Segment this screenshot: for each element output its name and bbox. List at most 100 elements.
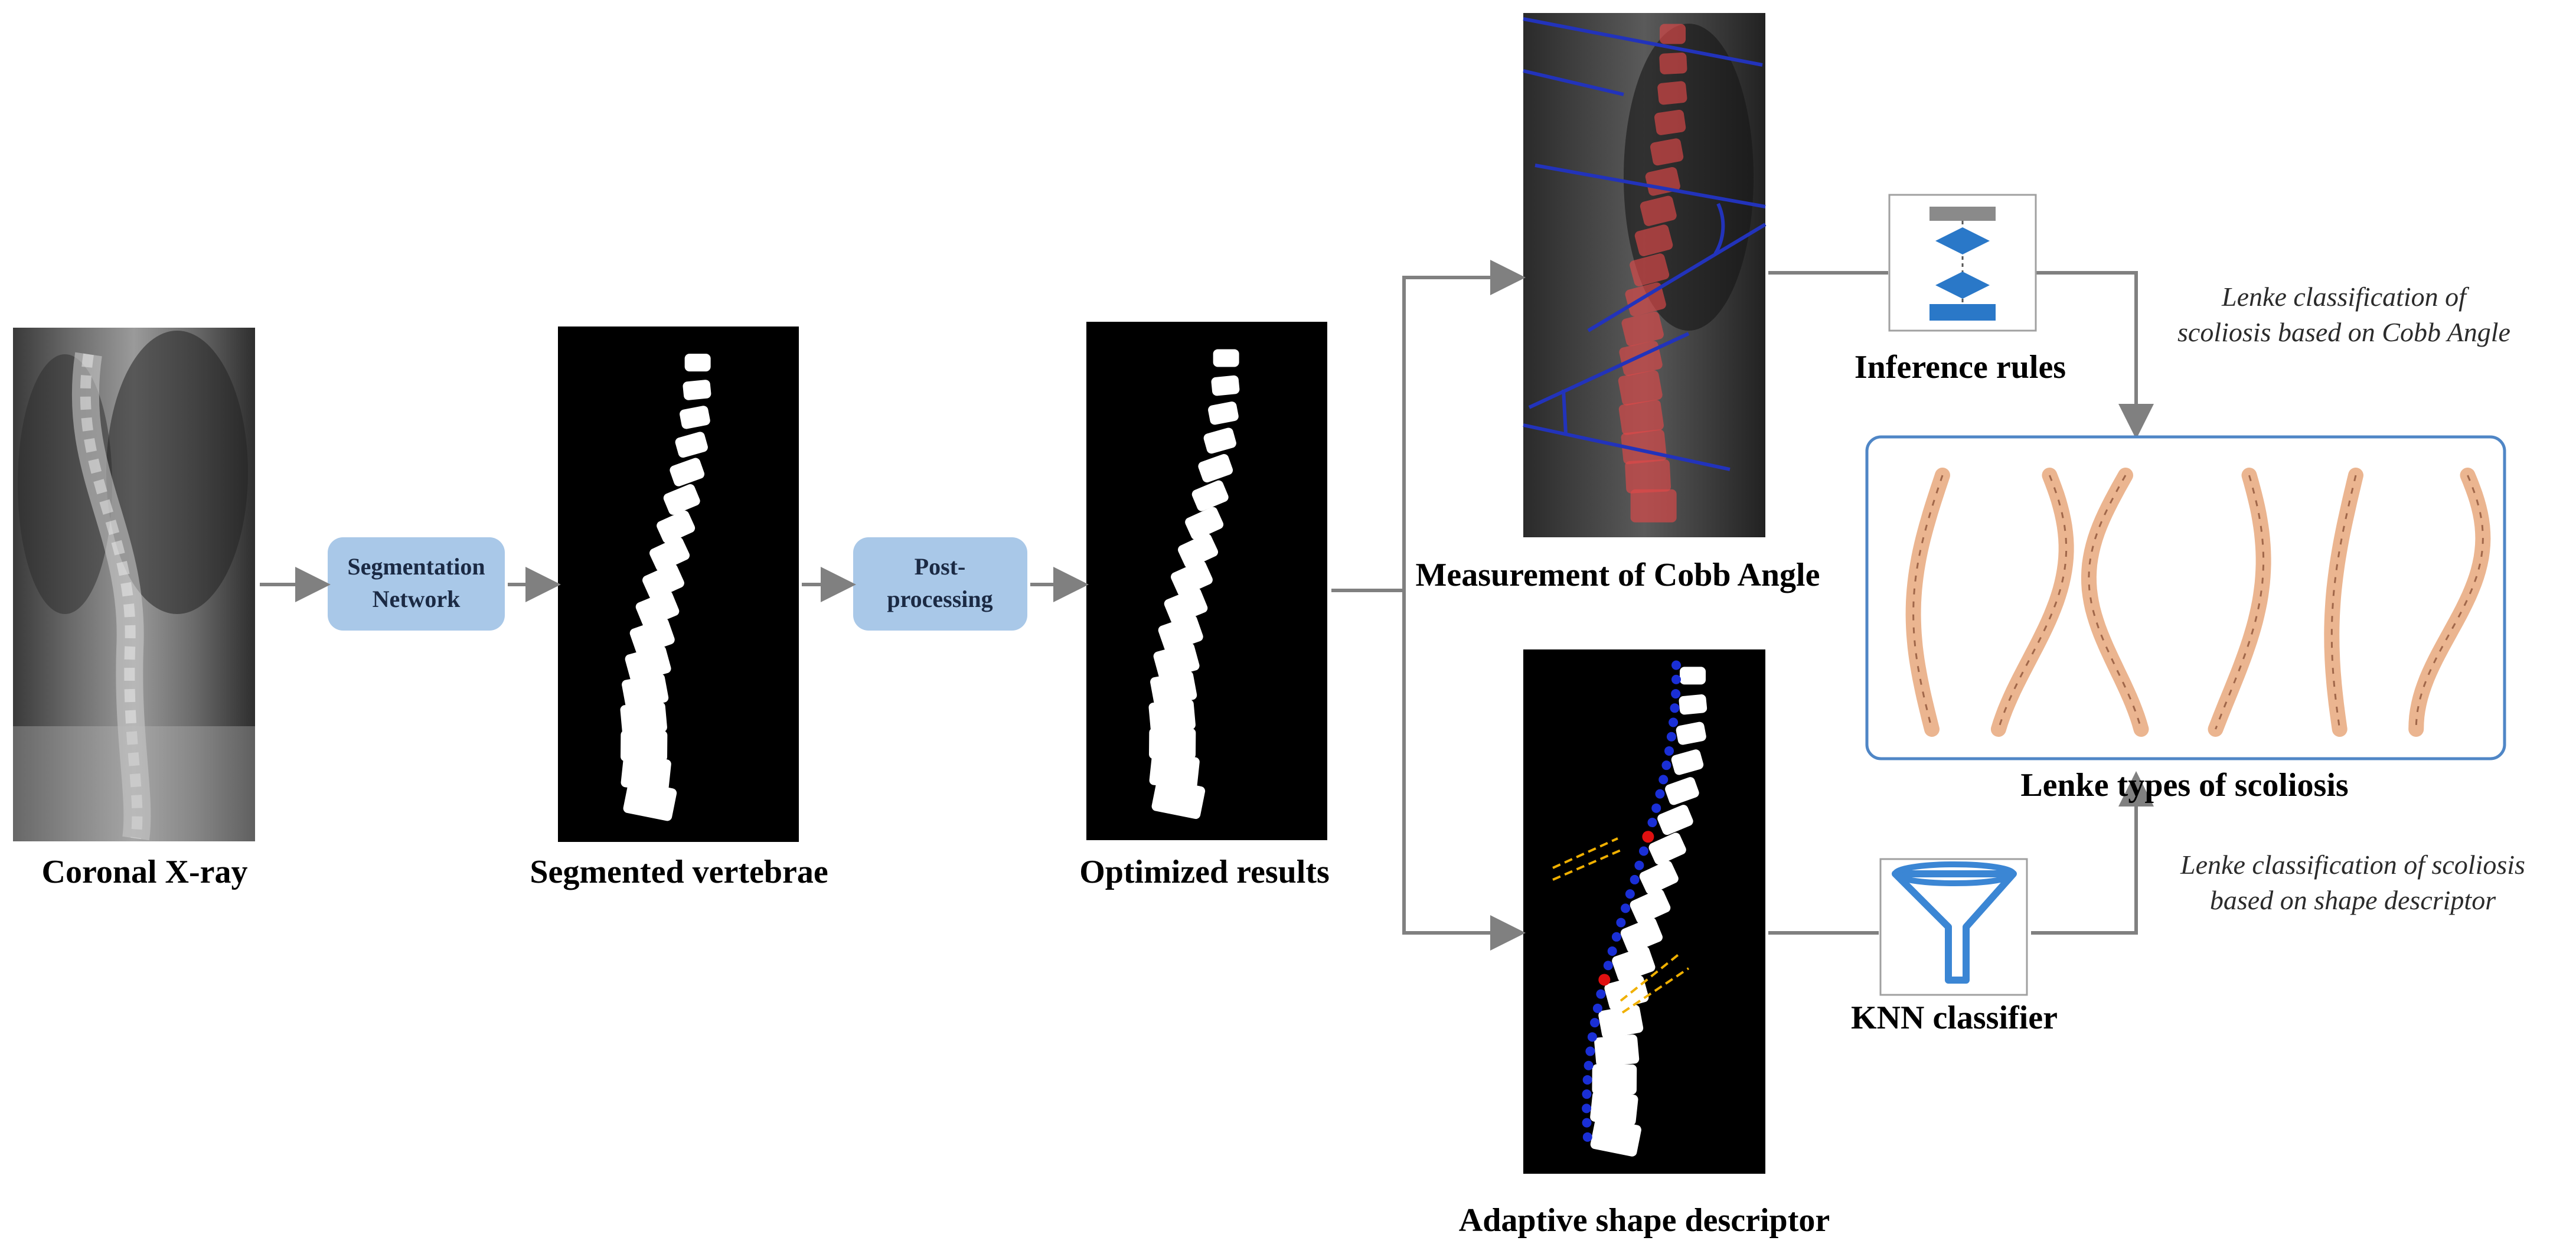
inference-rules-label: Inference rules bbox=[1855, 349, 2066, 386]
vertebra bbox=[1208, 401, 1239, 425]
vertebra bbox=[1592, 1064, 1637, 1095]
lenke-curve bbox=[1905, 468, 1950, 737]
vertebra bbox=[622, 673, 669, 709]
vertebra bbox=[675, 432, 708, 458]
vertebra bbox=[1598, 1004, 1644, 1039]
contour-point bbox=[1670, 703, 1680, 713]
postprocessing-box: Post- processing bbox=[853, 537, 1027, 631]
contour-point bbox=[1584, 1060, 1594, 1070]
vertebra bbox=[1654, 109, 1686, 135]
contour-point bbox=[1625, 889, 1635, 899]
vertebra bbox=[1211, 375, 1240, 396]
shape-note-line-2: based on shape descriptor bbox=[2210, 885, 2496, 915]
contour-point bbox=[1651, 803, 1661, 813]
vertebra bbox=[1213, 349, 1239, 367]
vertebra bbox=[1178, 533, 1219, 569]
contour-point bbox=[1587, 1032, 1597, 1042]
cobb-angle-image bbox=[1523, 13, 1767, 537]
contour-point bbox=[1582, 1103, 1592, 1114]
postprocessing-label-1: Post- bbox=[915, 553, 966, 580]
vertebra bbox=[1621, 311, 1664, 347]
contour-point bbox=[1630, 874, 1640, 884]
vertebra bbox=[663, 484, 700, 515]
coronal-xray-image bbox=[13, 328, 255, 841]
lenke-curve bbox=[2208, 468, 2271, 737]
vertebra bbox=[1665, 777, 1699, 805]
postprocessing-label-2: processing bbox=[887, 586, 992, 612]
cobb-angle-label: Measurement of Cobb Angle bbox=[1416, 557, 1820, 593]
contour-point bbox=[1655, 789, 1665, 799]
vertebra bbox=[621, 730, 668, 762]
vertebra bbox=[1621, 429, 1667, 465]
vertebra bbox=[1650, 138, 1684, 166]
vertebra bbox=[1648, 832, 1686, 865]
contour-point bbox=[1634, 860, 1644, 870]
contour-point bbox=[1669, 717, 1679, 727]
vertebra bbox=[683, 380, 711, 400]
cobb-note-line-1: Lenke classification of bbox=[2221, 282, 2470, 312]
adaptive-shape-image bbox=[1523, 649, 1765, 1174]
contour-point bbox=[1585, 1046, 1595, 1056]
vertebra bbox=[1148, 699, 1196, 733]
lenke-curve bbox=[2408, 468, 2491, 737]
contour-point bbox=[1603, 961, 1613, 971]
vertebra bbox=[1191, 480, 1229, 511]
vertebra bbox=[1618, 400, 1664, 435]
vertebra bbox=[1671, 749, 1704, 775]
vertebra bbox=[1153, 642, 1200, 680]
vertebra bbox=[629, 618, 675, 655]
contour-point bbox=[1671, 674, 1681, 684]
vertebra bbox=[1203, 427, 1236, 454]
contour-point bbox=[1596, 989, 1606, 999]
cobb-lines bbox=[1523, 17, 1767, 471]
vertebra bbox=[1171, 560, 1213, 596]
contour-point bbox=[1592, 1003, 1602, 1013]
contour-point bbox=[1582, 1075, 1592, 1085]
vertebra bbox=[649, 537, 690, 572]
contour-point bbox=[1582, 1132, 1592, 1142]
contour-point bbox=[1666, 732, 1676, 742]
vertebra bbox=[1659, 53, 1687, 74]
contour-point bbox=[1671, 689, 1681, 699]
contour-point bbox=[1590, 1018, 1600, 1028]
vertebra bbox=[670, 458, 705, 487]
optimized-results-label: Optimized results bbox=[1079, 854, 1330, 890]
lenke-curve bbox=[1990, 468, 2074, 737]
contour-point bbox=[1611, 932, 1621, 942]
contour-point bbox=[1658, 775, 1669, 785]
lenke-curve bbox=[2324, 468, 2363, 737]
lenke-types-label: Lenke types of scoliosis bbox=[2020, 767, 2348, 804]
knn-classifier-label: KNN classifier bbox=[1851, 1000, 2058, 1036]
cobb-note-line-2: scoliosis based on Cobb Angle bbox=[2177, 317, 2510, 347]
vertebra bbox=[1151, 778, 1206, 820]
segmented-vertebrae-label: Segmented vertebrae bbox=[530, 854, 828, 890]
vertebra bbox=[1630, 489, 1677, 523]
segmentation-network-box: Segmentation Network bbox=[328, 537, 505, 631]
flow-arrows bbox=[260, 260, 2154, 951]
lenke-types-box bbox=[1865, 435, 2506, 760]
vertebra bbox=[1612, 946, 1656, 982]
vertebra bbox=[1676, 721, 1706, 745]
contour-point bbox=[1616, 918, 1626, 928]
coronal-xray-label: Coronal X-ray bbox=[42, 854, 248, 890]
vertebra bbox=[1158, 615, 1203, 652]
contour-point bbox=[1647, 818, 1657, 828]
vertebra bbox=[1198, 453, 1233, 483]
contour-point bbox=[1671, 660, 1681, 670]
apex-point bbox=[1598, 974, 1611, 986]
vertebra bbox=[1630, 889, 1671, 924]
vertebra bbox=[1620, 918, 1663, 953]
contour-point bbox=[1607, 946, 1617, 956]
vertebra bbox=[1625, 459, 1671, 494]
vertebra bbox=[1679, 694, 1707, 715]
vertebra bbox=[1630, 253, 1670, 286]
adaptive-shape-label: Adaptive shape descriptor bbox=[1459, 1202, 1830, 1239]
vertebra bbox=[635, 590, 680, 628]
tangent-lines bbox=[1552, 837, 1690, 1014]
segmentation-label-2: Network bbox=[373, 586, 461, 612]
vertebra bbox=[1618, 370, 1663, 406]
vertebra bbox=[642, 563, 684, 600]
flowchart-icon bbox=[1888, 194, 2037, 332]
vertebra bbox=[625, 645, 671, 682]
